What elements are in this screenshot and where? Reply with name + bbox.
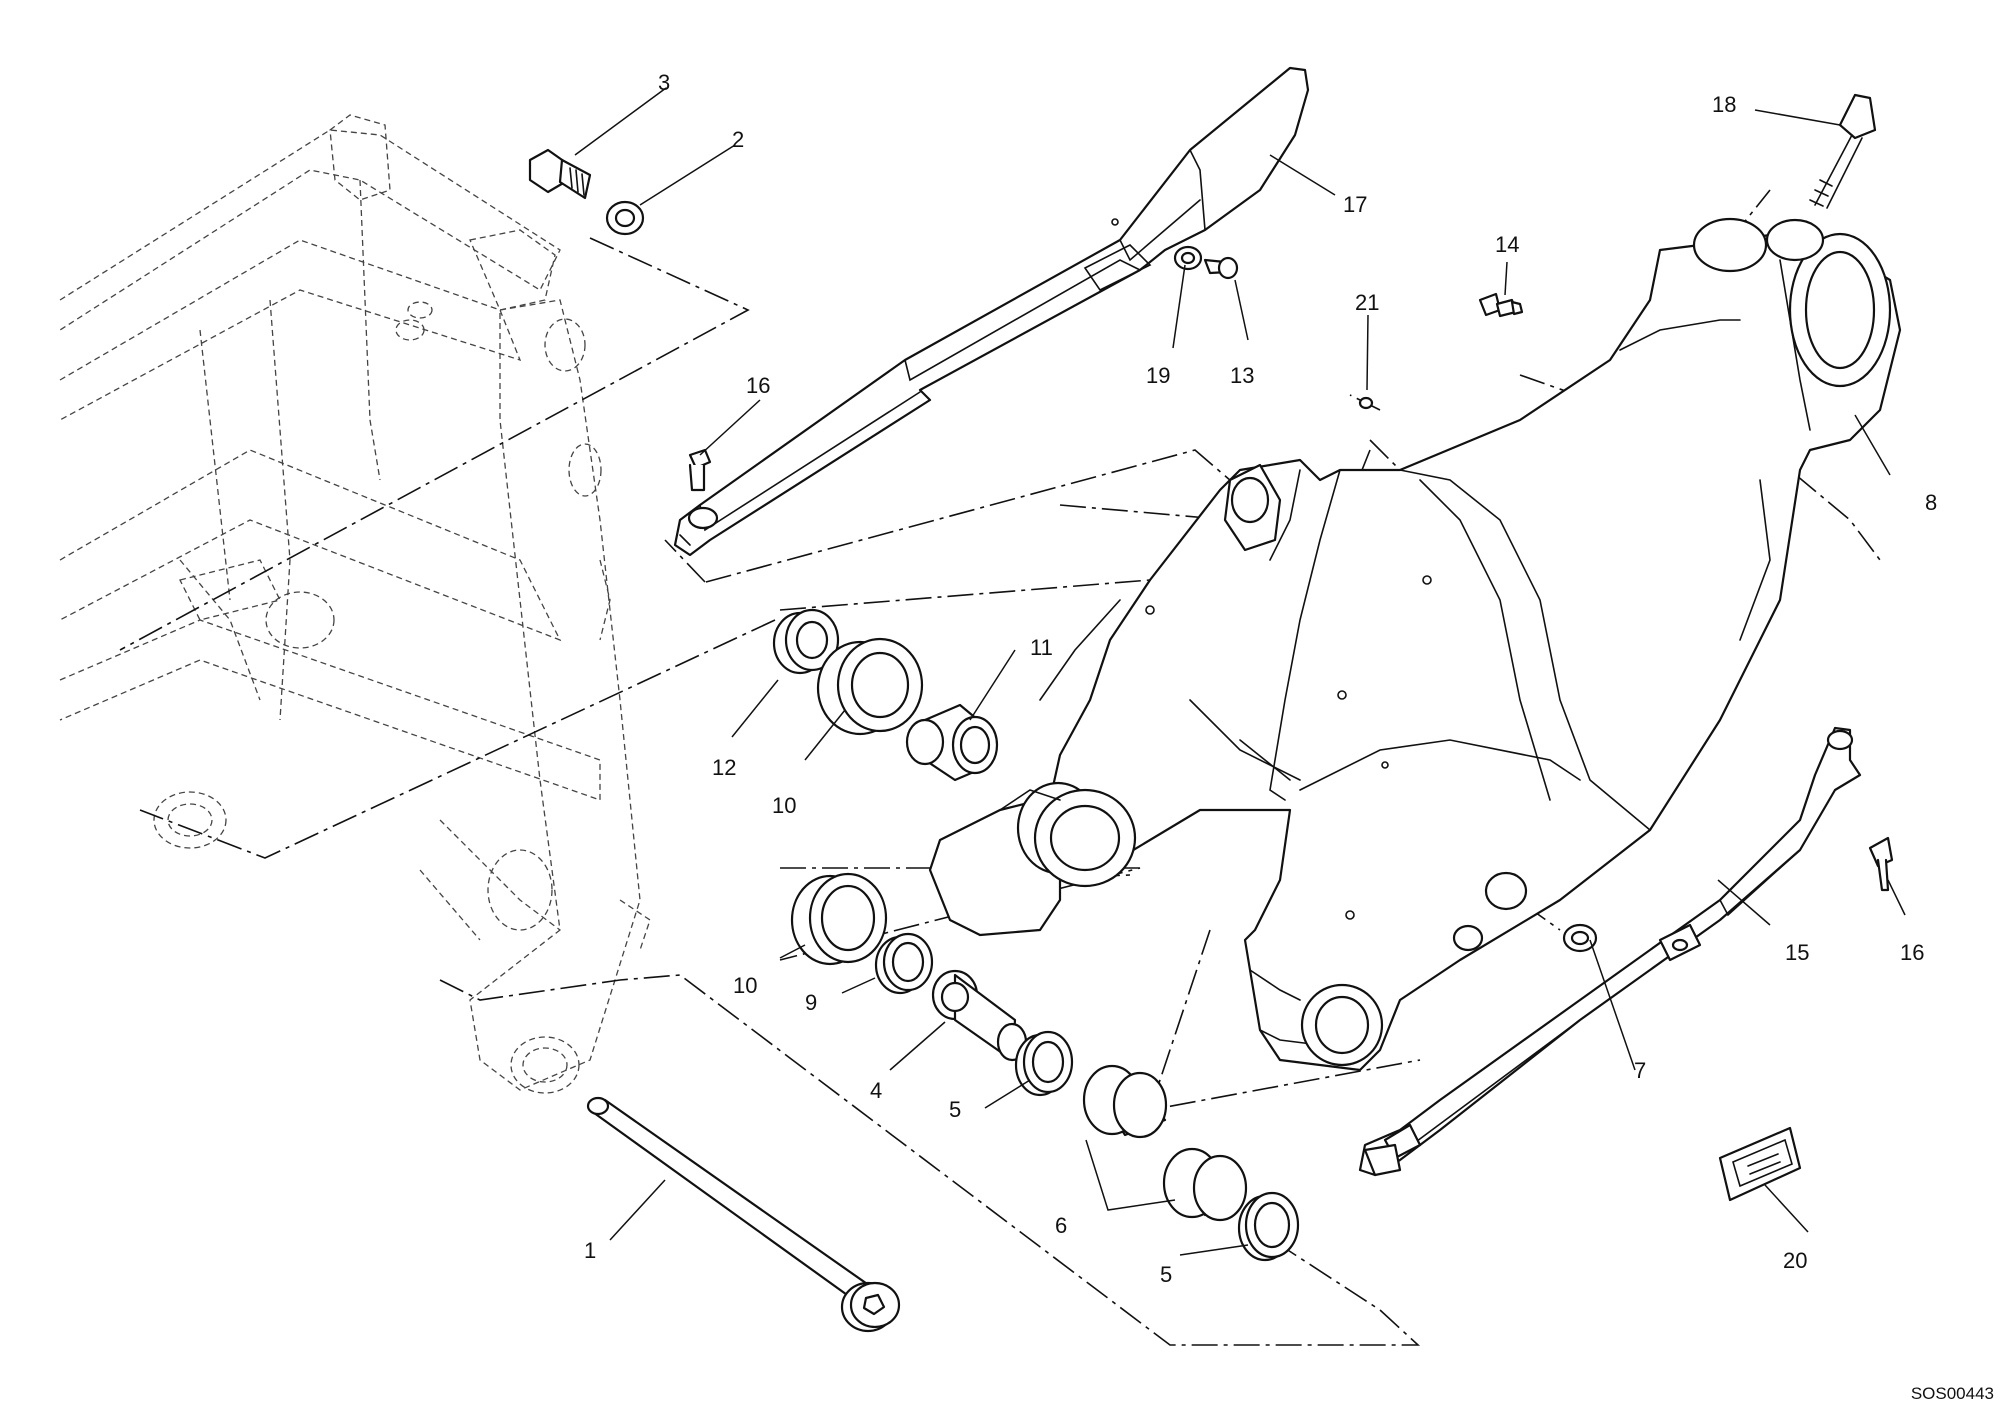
callout-labels: 1 2 3 4 5 5 6 7 8 9 10 10 11 12 13 14 15… [584, 70, 1937, 1287]
callout-6: 6 [1055, 1213, 1067, 1238]
leader-lines [574, 87, 1906, 1256]
callout-11: 11 [1030, 635, 1053, 660]
callout-21: 21 [1355, 290, 1379, 315]
swingarm [928, 217, 1902, 1072]
warning-label [1718, 1126, 1802, 1202]
callout-13: 13 [1230, 363, 1254, 388]
guard-hardware [688, 245, 1239, 492]
drawing-code: SOS00443 [1910, 1384, 1994, 1403]
bolt-and-washer [528, 148, 645, 236]
chain-guard [673, 66, 1310, 557]
chain-slider [1358, 726, 1894, 1177]
callout-12: 12 [712, 755, 736, 780]
frame-ghost [59, 114, 651, 1094]
callout-8: 8 [1925, 490, 1937, 515]
callout-9: 9 [805, 990, 817, 1015]
callout-15: 15 [1785, 940, 1809, 965]
callout-5b: 5 [1160, 1262, 1172, 1287]
pivot-spindle [586, 1096, 901, 1333]
callout-16b: 16 [1900, 940, 1924, 965]
callout-17: 17 [1343, 192, 1367, 217]
bearing-stack [772, 608, 1300, 1262]
callout-7: 7 [1634, 1058, 1646, 1083]
callout-16a: 16 [746, 373, 770, 398]
swingarm-hardware [1358, 93, 1877, 410]
callout-5a: 5 [949, 1097, 961, 1122]
callout-3: 3 [658, 70, 670, 95]
callout-18: 18 [1712, 92, 1736, 117]
callout-14: 14 [1495, 232, 1519, 257]
callout-19: 19 [1146, 363, 1170, 388]
callout-4: 4 [870, 1078, 882, 1103]
callout-20: 20 [1783, 1248, 1807, 1273]
callout-1: 1 [584, 1238, 596, 1263]
callout-10b: 10 [733, 973, 757, 998]
callout-2: 2 [732, 127, 744, 152]
callout-10a: 10 [772, 793, 796, 818]
